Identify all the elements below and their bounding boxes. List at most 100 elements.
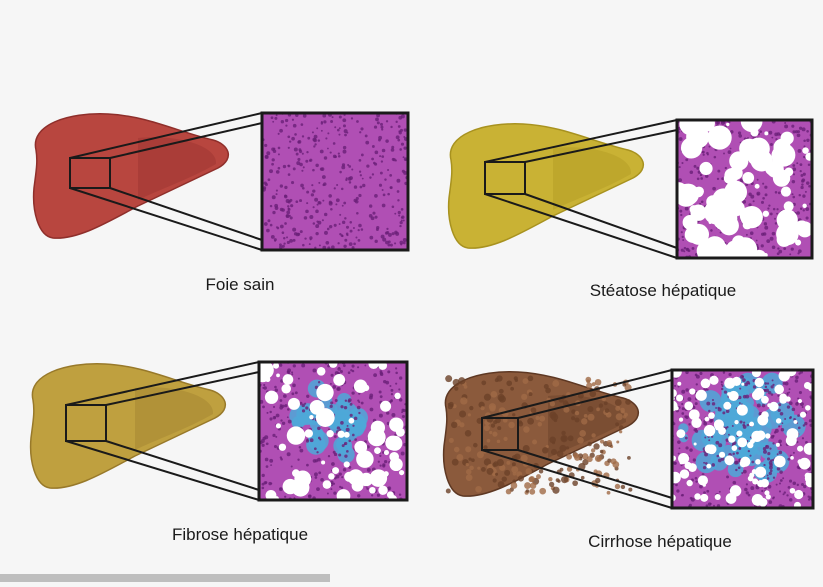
- nucleus-dot: [321, 130, 323, 132]
- nucleus-dot: [807, 496, 809, 498]
- nucleus-dot: [706, 490, 709, 493]
- nucleus-dot: [748, 450, 750, 452]
- nucleus-dot: [375, 151, 379, 155]
- liver-nodule: [561, 431, 565, 435]
- fat-vacuole: [708, 125, 732, 149]
- nucleus-dot: [266, 465, 269, 468]
- nucleus-dot: [320, 150, 324, 154]
- nucleus-dot: [287, 205, 289, 207]
- nucleus-dot: [790, 416, 792, 418]
- nucleus-dot: [726, 409, 730, 413]
- nucleus-dot: [295, 200, 298, 203]
- nucleus-dot: [332, 116, 334, 118]
- fat-vacuole: [780, 237, 789, 246]
- nucleus-dot: [294, 232, 297, 235]
- liver-nodule: [506, 380, 512, 386]
- nucleus-dot: [803, 209, 805, 211]
- liver-nodule: [493, 420, 497, 424]
- nucleus-dot: [361, 228, 364, 231]
- nucleus-dot: [689, 504, 692, 507]
- fat-vacuole: [726, 493, 737, 504]
- nucleus-dot: [369, 394, 373, 398]
- nucleus-dot: [772, 497, 774, 499]
- nucleus-dot: [386, 120, 388, 122]
- nucleus-dot: [306, 464, 309, 467]
- fat-vacuole: [755, 372, 760, 377]
- nucleus-dot: [302, 409, 305, 412]
- nucleus-dot: [313, 139, 317, 143]
- nucleus-dot: [775, 222, 778, 225]
- liver-nodule: [557, 479, 560, 482]
- nucleus-dot: [378, 461, 380, 463]
- fat-vacuole: [676, 429, 685, 438]
- liver-nodule: [531, 407, 537, 413]
- nucleus-dot: [695, 477, 698, 480]
- nucleus-dot: [793, 173, 795, 175]
- nucleus-dot: [776, 208, 778, 210]
- nucleus-dot: [784, 491, 786, 493]
- nucleus-dot: [771, 137, 773, 139]
- nucleus-dot: [695, 428, 697, 430]
- nucleus-dot: [287, 135, 290, 138]
- fat-vacuole: [724, 181, 747, 204]
- nucleus-dot: [728, 373, 731, 376]
- nucleus-dot: [266, 412, 268, 414]
- nucleus-dot: [274, 386, 277, 389]
- nucleus-dot: [383, 193, 386, 196]
- nucleus-dot: [302, 244, 305, 247]
- nucleus-dot: [701, 200, 704, 203]
- nucleus-dot: [679, 137, 683, 141]
- fat-vacuole: [387, 436, 402, 451]
- nucleus-dot: [284, 222, 287, 225]
- nucleus-dot: [354, 185, 357, 188]
- panel-cirrhosis: [444, 366, 816, 509]
- nucleus-dot: [317, 427, 320, 430]
- nucleus-dot: [294, 148, 298, 152]
- nucleus-dot: [770, 237, 774, 241]
- nucleus-dot: [403, 238, 407, 242]
- nucleus-dot: [730, 148, 732, 150]
- nucleus-dot: [355, 237, 357, 239]
- nucleus-dot: [693, 458, 696, 461]
- nucleus-dot: [399, 376, 402, 379]
- fat-vacuole: [399, 470, 404, 475]
- nucleus-dot: [346, 233, 349, 236]
- nucleus-dot: [307, 137, 310, 140]
- nucleus-dot: [343, 150, 347, 154]
- nucleus-dot: [380, 172, 383, 175]
- nucleus-dot: [346, 226, 349, 229]
- nucleus-dot: [330, 401, 333, 404]
- nucleus-dot: [318, 139, 320, 141]
- nucleus-dot: [310, 238, 312, 240]
- nucleus-dot: [274, 238, 277, 241]
- nucleus-dot: [401, 216, 404, 219]
- fat-vacuole: [723, 402, 731, 410]
- nucleus-dot: [389, 186, 391, 188]
- nucleus-dot: [293, 364, 296, 367]
- nucleus-dot: [398, 125, 401, 128]
- nucleus-dot: [349, 221, 352, 224]
- nucleus-dot: [681, 162, 683, 164]
- fat-vacuole: [679, 417, 683, 421]
- nucleus-dot: [353, 227, 355, 229]
- fat-vacuole: [726, 123, 729, 126]
- nucleus-dot: [276, 414, 280, 418]
- nucleus-dot: [707, 153, 709, 155]
- nucleus-dot: [352, 370, 354, 372]
- nucleus-dot: [699, 372, 702, 375]
- liver-nodule: [529, 392, 533, 396]
- nucleus-dot: [806, 216, 809, 219]
- nucleus-dot: [718, 443, 722, 447]
- nucleus-dot: [383, 380, 386, 383]
- fat-vacuole: [800, 412, 806, 418]
- nucleus-dot: [278, 167, 281, 170]
- nucleus-dot: [339, 127, 341, 129]
- nucleus-dot: [763, 450, 767, 454]
- liver-nodule: [523, 426, 529, 432]
- fat-vacuole: [802, 204, 806, 208]
- fat-vacuole: [805, 405, 810, 410]
- nucleus-dot: [387, 169, 389, 171]
- nucleus-dot: [728, 434, 730, 436]
- nucleus-dot: [312, 189, 315, 192]
- fat-vacuole: [804, 382, 811, 389]
